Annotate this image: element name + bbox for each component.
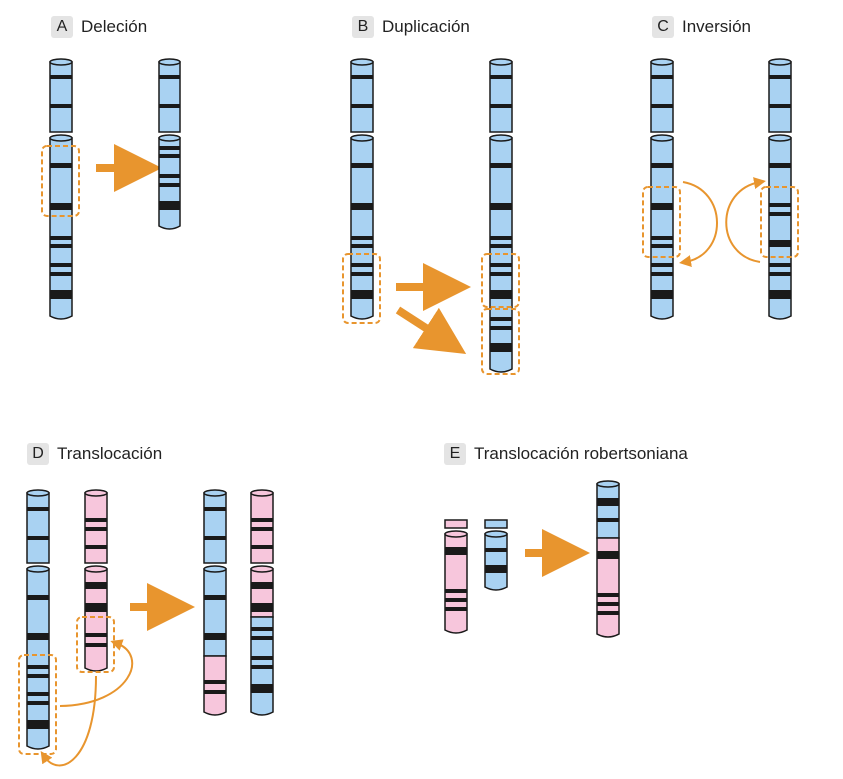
translocation-arrow-pink-to-blue: [40, 675, 97, 767]
duplicated-segment-copy-1: [481, 253, 520, 308]
bands-original-c: [651, 75, 673, 299]
panel-b-title: Duplicación: [382, 17, 470, 36]
bands-blue-original-d: [27, 507, 49, 729]
inversion-arrow-2: [725, 177, 766, 263]
translocation-arrow-blue-to-pink: [59, 639, 134, 707]
deleted-segment-outline: [41, 145, 80, 217]
panel-a-title: Deleción: [81, 17, 148, 36]
bands-original-a: [50, 75, 72, 299]
panel-a-badge: A: [51, 16, 73, 38]
panel-a: [41, 58, 181, 320]
panel-d-badge: D: [27, 443, 49, 465]
panel-d-title: Translocación: [57, 444, 163, 463]
panel-e-badge: E: [444, 443, 466, 465]
panel-b-label: B Duplicación: [352, 16, 470, 38]
panel-d-label: D Translocación: [27, 443, 162, 465]
chromosome-original-b: [350, 58, 374, 320]
inversion-arrow-1: [679, 181, 718, 267]
bands-blue-acrocentric-e: [485, 548, 507, 573]
chromosome-blue-original-d: [26, 489, 50, 750]
bands-original-b: [351, 75, 373, 299]
panel-a-label: A Deleción: [51, 16, 147, 38]
duplicated-segment-outline: [342, 253, 381, 324]
bands-blue-result-d: [204, 507, 226, 694]
chromosome-blue-acrocentric-e: [484, 519, 508, 591]
bands-pink-result-d: [251, 518, 273, 693]
bands-result-a: [159, 75, 180, 210]
panel-e: [444, 480, 620, 638]
chromosome-pink-acrocentric-e: [444, 519, 468, 634]
panel-b: [342, 58, 520, 375]
chromosome-original-a: [49, 58, 73, 320]
inverted-segment-outline-result: [760, 186, 799, 258]
inverted-segment-outline-original: [642, 186, 681, 258]
bands-pink-original-d: [85, 518, 107, 647]
bands-fused-e: [597, 498, 619, 615]
chromosome-original-c: [650, 58, 674, 320]
panel-c-title: Inversión: [682, 17, 751, 36]
panel-e-label: E Translocación robertsoniana: [444, 443, 688, 465]
bands-result-c: [769, 75, 791, 299]
chromosome-result-c: [768, 58, 792, 320]
panel-e-title: Translocación robertsoniana: [474, 444, 688, 463]
duplication-arrow-2: [395, 306, 467, 355]
panel-b-badge: B: [352, 16, 374, 38]
chromosome-result-b: [489, 58, 513, 373]
panel-c-label: C Inversión: [652, 16, 751, 38]
panel-d: [18, 489, 274, 767]
chromosome-pink-result-d: [250, 489, 274, 716]
bands-result-b: [490, 75, 512, 352]
blue-segment-outline: [18, 654, 57, 755]
panel-c: [642, 58, 799, 320]
bands-pink-acrocentric-e: [445, 547, 467, 611]
panel-c-badge: C: [652, 16, 674, 38]
